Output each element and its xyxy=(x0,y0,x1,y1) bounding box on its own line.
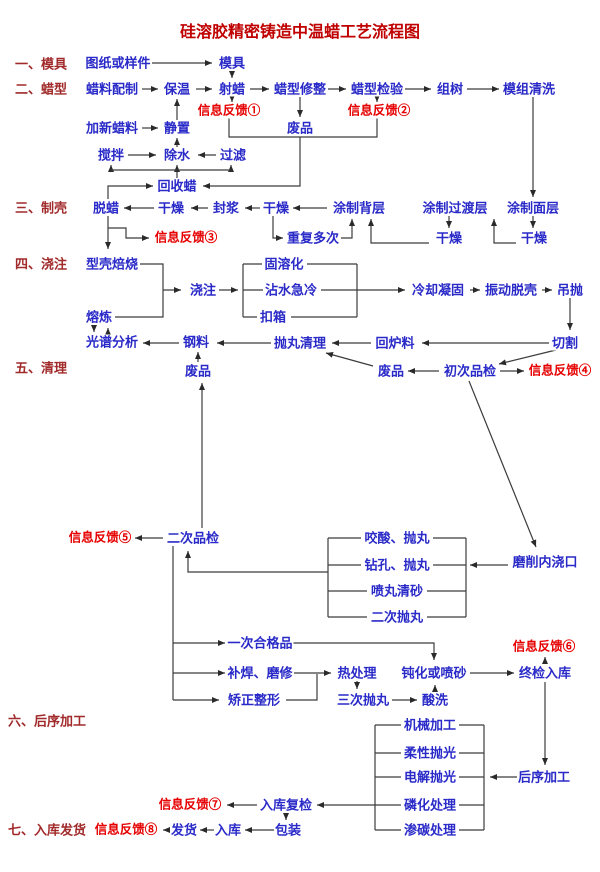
step-filter: 过滤 xyxy=(218,147,248,163)
step-acid-shot: 咬酸、抛丸 xyxy=(363,530,431,546)
step-shot-sand-clean: 喷丸清砂 xyxy=(369,583,425,599)
section-label-wax: 二、蜡型 xyxy=(15,81,68,97)
step-straighten: 矫正整形 xyxy=(226,692,282,708)
step-weld-repair: 补焊、磨修 xyxy=(226,665,294,681)
feedback-7: 信息反馈⑦ xyxy=(157,797,223,813)
step-dry-1: 干燥 xyxy=(156,200,186,216)
step-module-clean: 模组清洗 xyxy=(501,81,557,97)
feedback-3: 信息反馈③ xyxy=(153,230,219,246)
page-title: 硅溶胶精密铸造中温蜡工艺流程图 xyxy=(179,24,421,41)
step-wax-pattern-trim: 蜡型修整 xyxy=(272,81,328,97)
step-solution-treat: 固溶化 xyxy=(263,256,305,272)
step-packing: 包装 xyxy=(273,822,303,838)
feedback-4: 信息反馈④ xyxy=(527,363,593,379)
step-heat-treat: 热处理 xyxy=(336,665,378,681)
step-hang-blast: 吊抛 xyxy=(555,282,585,298)
step-electro-polish: 电解抛光 xyxy=(402,769,458,785)
feedback-8: 信息反馈⑧ xyxy=(93,822,159,838)
section-label-shipping: 七、入库发货 xyxy=(8,822,87,838)
section-label-mold: 一、模具 xyxy=(15,56,68,72)
step-repeat-many: 重复多次 xyxy=(285,230,341,246)
step-second-shot: 二次抛丸 xyxy=(369,609,425,625)
step-add-new-wax: 加新蜡料 xyxy=(84,120,140,136)
step-spectro-analysis: 光谱分析 xyxy=(84,334,140,350)
section-label-cleaning: 五、清理 xyxy=(15,360,68,376)
step-dry-4: 干燥 xyxy=(519,230,549,246)
step-tree-assembly: 组树 xyxy=(435,81,465,97)
step-dewater: 除水 xyxy=(162,147,192,163)
step-final-inspect-store: 终检入库 xyxy=(517,665,573,681)
step-drawing-sample: 图纸或样件 xyxy=(84,55,152,71)
step-pouring: 浇注 xyxy=(188,282,218,298)
step-surface-coat: 涂制面层 xyxy=(505,200,561,216)
step-wax-pattern-inspect: 蜡型检验 xyxy=(349,81,405,97)
step-first-inspect: 初次品检 xyxy=(442,363,498,379)
section-label-shell: 三、制壳 xyxy=(15,200,68,216)
step-grind-ingate: 磨削内浇口 xyxy=(511,554,579,570)
step-passivate-or-sand: 钝化或喷砂 xyxy=(400,665,468,681)
step-wax-prep: 蜡料配制 xyxy=(84,81,140,97)
feedback-6: 信息反馈⑥ xyxy=(511,639,577,655)
feedback-1: 信息反馈① xyxy=(196,103,262,119)
step-water-quench: 沾水急冷 xyxy=(263,282,319,298)
step-first-pass: 一次合格品 xyxy=(226,635,294,651)
step-scrap-casting: 废品 xyxy=(376,363,406,379)
step-box-up: 扣箱 xyxy=(258,309,288,325)
step-recycled-wax: 回收蜡 xyxy=(156,178,198,194)
step-back-coat: 涂制背层 xyxy=(331,200,387,216)
step-keep-warm: 保温 xyxy=(162,81,192,97)
step-scrap-wax: 废品 xyxy=(285,120,315,136)
step-drill-shot: 钻孔、抛丸 xyxy=(363,557,431,573)
step-second-inspect: 二次品检 xyxy=(165,530,221,546)
step-wax-injection: 射蜡 xyxy=(217,81,247,97)
step-scrap-steel: 废品 xyxy=(183,363,213,379)
feedback-2: 信息反馈② xyxy=(346,103,412,119)
section-label-pouring: 四、浇注 xyxy=(15,256,68,272)
step-cool-solidify: 冷却凝固 xyxy=(410,282,466,298)
step-shot-blast-clean: 抛丸清理 xyxy=(272,335,328,351)
step-remelt-stock: 回炉料 xyxy=(374,335,416,351)
section-label-post: 六、后序加工 xyxy=(8,713,87,729)
step-machining: 机械加工 xyxy=(402,717,458,733)
step-mold: 模具 xyxy=(217,55,247,71)
step-settle: 静置 xyxy=(162,120,192,136)
step-dry-3: 干燥 xyxy=(434,230,464,246)
step-phosphating: 磷化处理 xyxy=(402,797,458,813)
step-carburizing: 渗碳处理 xyxy=(402,822,458,838)
step-third-shot: 三次抛丸 xyxy=(335,692,391,708)
step-transition-coat: 涂制过渡层 xyxy=(421,200,489,216)
step-melting: 熔炼 xyxy=(84,309,114,325)
step-stir: 搅拌 xyxy=(96,147,126,163)
step-ship: 发货 xyxy=(169,822,199,838)
step-vibrate-deshell: 振动脱壳 xyxy=(483,282,539,298)
step-stock-in: 入库 xyxy=(213,822,243,838)
step-dewax: 脱蜡 xyxy=(91,200,121,216)
step-acid-wash: 酸洗 xyxy=(420,692,450,708)
step-cutting: 切割 xyxy=(550,335,580,351)
step-flexible-polish: 柔性抛光 xyxy=(402,745,458,761)
step-post-processing: 后序加工 xyxy=(516,769,572,785)
step-seal-slurry: 封浆 xyxy=(211,200,241,216)
step-restock-recheck: 入库复检 xyxy=(258,797,314,813)
feedback-5: 信息反馈⑤ xyxy=(67,530,133,546)
step-steel-stock: 钢料 xyxy=(181,334,211,350)
step-dry-2: 干燥 xyxy=(261,200,291,216)
step-shell-roast: 型壳焙烧 xyxy=(84,256,140,272)
